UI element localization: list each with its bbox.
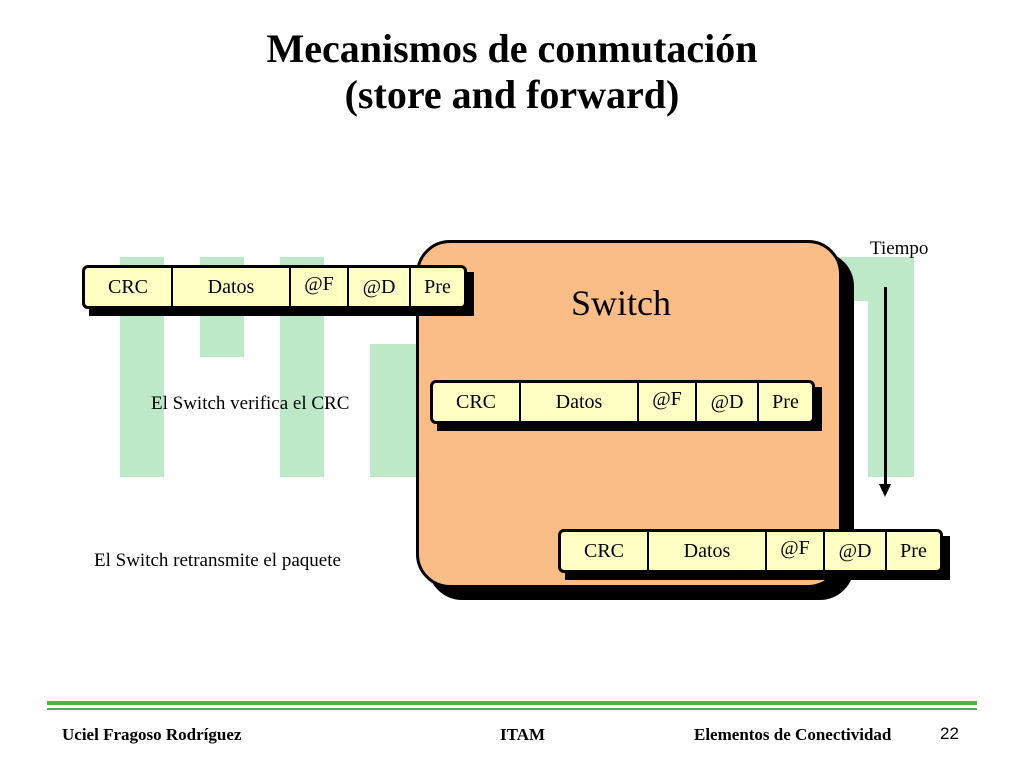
title-line-1: Mecanismos de conmutación (266, 26, 758, 71)
field-datos: Datos (207, 276, 255, 298)
footer-rule (47, 701, 977, 705)
field-divider (171, 268, 173, 306)
field-divider (289, 268, 291, 306)
field-divider (757, 383, 759, 421)
field-divider (519, 383, 521, 421)
time-label: Tiempo (870, 238, 929, 259)
field-divider (885, 532, 887, 570)
field-divider (765, 532, 767, 570)
field-pre: Pre (424, 276, 451, 298)
field-divider (647, 532, 649, 570)
field-divider (347, 268, 349, 306)
caption-retransmit: El Switch retransmite el paquete (94, 550, 341, 571)
footer-topic: Elementos de Conectividad (694, 725, 892, 744)
footer-rule-thin (47, 708, 977, 710)
packet-in-switch: CRC Datos @F @D Pre (430, 380, 815, 424)
field-pre: Pre (900, 540, 927, 562)
field-datos: Datos (683, 540, 731, 562)
field-crc: CRC (455, 391, 497, 413)
field-divider (637, 383, 639, 421)
footer-author: Uciel Fragoso Rodríguez (62, 725, 242, 744)
field-dst: @D (838, 540, 872, 562)
background-bar-6 (868, 257, 914, 477)
field-src: @F (304, 273, 334, 295)
slide-title: Mecanismos de conmutación (store and for… (0, 26, 1024, 118)
field-dst: @D (362, 276, 396, 298)
footer-institution: ITAM (500, 725, 546, 744)
packet-incoming: CRC Datos @F @D Pre (82, 265, 467, 309)
field-pre: Pre (772, 391, 799, 413)
field-src: @F (780, 537, 810, 559)
caption-verify: El Switch verifica el CRC (151, 393, 350, 414)
field-crc: CRC (107, 276, 149, 298)
field-divider (409, 268, 411, 306)
arrow-down-icon (879, 484, 891, 497)
switch-label: Switch (571, 283, 672, 323)
field-dst: @D (710, 391, 744, 413)
field-src: @F (652, 388, 682, 410)
title-line-2: (store and forward) (344, 72, 680, 117)
field-divider (695, 383, 697, 421)
time-arrow (884, 287, 887, 485)
field-datos: Datos (555, 391, 603, 413)
page-number: 22 (940, 724, 959, 743)
field-divider (823, 532, 825, 570)
packet-outgoing: CRC Datos @F @D Pre (558, 529, 943, 573)
field-crc: CRC (583, 540, 625, 562)
